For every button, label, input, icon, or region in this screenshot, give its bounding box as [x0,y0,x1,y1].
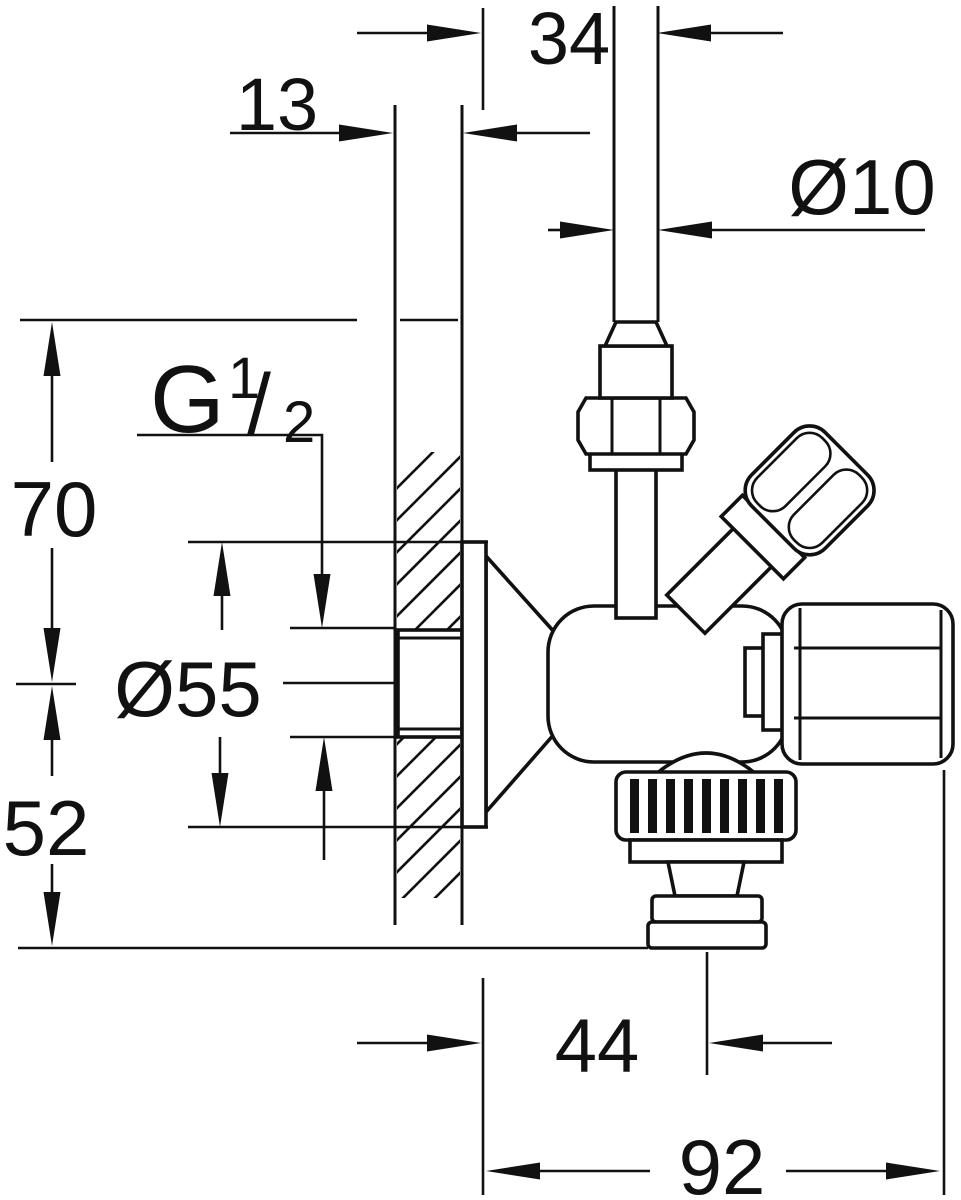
compression-nut [576,396,696,456]
dimension-d10: Ø10 [548,143,936,239]
arrowhead [427,1034,481,1052]
outlet-plate [628,838,784,864]
arrowhead [339,124,393,142]
knob-facet-lower [787,468,869,550]
dimension-34: 34 [357,0,783,110]
barb-ring-1 [650,894,764,924]
outlet-washer [761,632,785,732]
arrowhead [43,322,61,376]
thread-numerator: 1 [228,346,260,411]
olive-flare [602,320,670,348]
barb-neck [665,860,747,898]
dim-92-label: 92 [679,1123,766,1200]
barb-ring-2 [646,920,768,950]
thread-slash: / [247,357,271,453]
arrowhead [427,24,481,42]
dimension-44: 44 [357,952,832,1195]
valve-body [396,6,955,950]
riser-fitting [576,6,696,620]
thread-letter: G [150,346,225,453]
dim-34-label: 34 [528,0,610,80]
arrowhead [709,1034,763,1052]
nut-upper-body [598,344,674,400]
rosette-disk [460,540,488,829]
outlet-nut [780,602,955,766]
side-outlet [743,602,955,766]
arrowhead [211,773,229,827]
dimension-lines: 34 13 Ø10 G 1 / 2 [3,0,946,1200]
dim-13-label: 13 [236,63,318,146]
dim-52-label: 52 [3,784,90,872]
dim-70-label: 70 [11,465,98,553]
rosette-cone [484,551,558,817]
arrowhead [658,221,712,239]
knurling [630,779,783,833]
arrowhead [43,892,61,946]
arrowhead [657,24,711,42]
arrowhead [560,221,614,239]
riser-tube [614,464,658,620]
wall-nipple [396,628,464,739]
arrowhead [463,124,517,142]
inlet-pipe [612,6,660,322]
dimension-92: 92 [486,770,946,1200]
dim-d10-label: Ø10 [788,143,935,231]
bottom-outlet [614,751,798,950]
arrowhead [486,1162,540,1180]
arrowhead [313,574,331,628]
knob-facet-upper [750,431,832,513]
dimension-70-52: 70 52 [3,318,648,950]
dimension-13: 13 [230,63,590,146]
arrowhead [886,1162,940,1180]
handle-group [664,424,876,636]
dimension-g-half: G 1 / 2 [137,346,396,860]
arrowhead [43,686,61,740]
dimension-d55: Ø55 [114,540,488,829]
dim-d55-label: Ø55 [114,645,261,733]
arrowhead [213,542,231,596]
thread-denominator: 2 [283,390,315,455]
arrowhead [43,628,61,682]
arrowhead [315,737,333,791]
dim-44-label: 44 [555,1004,640,1089]
